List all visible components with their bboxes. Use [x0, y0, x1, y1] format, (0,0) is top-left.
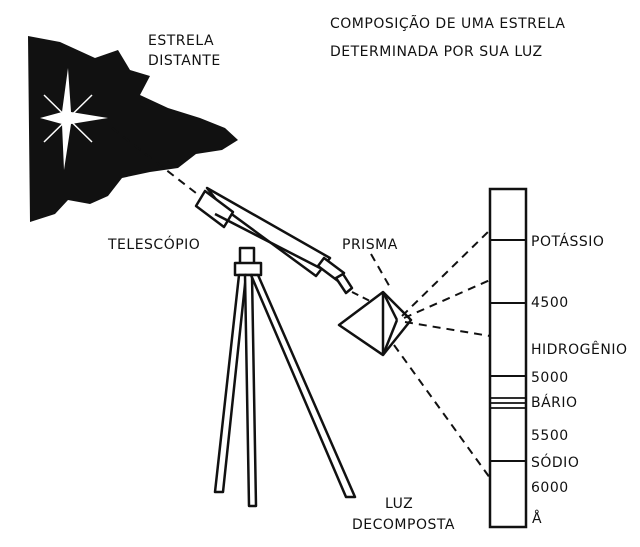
label-barium: BÁRIO	[531, 395, 578, 411]
label-4500: 4500	[531, 295, 569, 311]
telescope-label: TELESCÓPIO	[108, 237, 201, 253]
telescope-light-ray	[351, 291, 373, 303]
title-line-1: COMPOSIÇÃO DE UMA ESTRELA	[330, 16, 566, 32]
starlight-ray	[111, 127, 206, 201]
label-potassium: POTÁSSIO	[531, 234, 605, 250]
prism-label: PRISMA	[342, 237, 398, 253]
prism-icon	[337, 290, 413, 357]
spectrum-strip	[488, 187, 528, 529]
label-sodium: SÓDIO	[531, 455, 580, 471]
tripod-icon	[213, 246, 357, 508]
label-6000: 6000	[531, 480, 569, 496]
star-label-line-1: ESTRELA	[148, 33, 215, 49]
dispersed-rays	[370, 229, 491, 479]
telescope-icon	[194, 186, 354, 295]
star-label-line-2: DISTANTE	[148, 53, 221, 69]
label-hydrogen: HIDROGÊNIO	[531, 342, 628, 358]
night-sky	[28, 36, 238, 222]
light-label-line-2: DECOMPOSTA	[352, 517, 455, 533]
label-unit-angstrom: Å	[532, 511, 543, 527]
title-line-2: DETERMINADA POR SUA LUZ	[330, 44, 543, 60]
label-5500: 5500	[531, 428, 569, 444]
label-5000: 5000	[531, 370, 569, 386]
star-icon	[40, 68, 108, 170]
light-label-line-1: LUZ	[385, 496, 414, 512]
